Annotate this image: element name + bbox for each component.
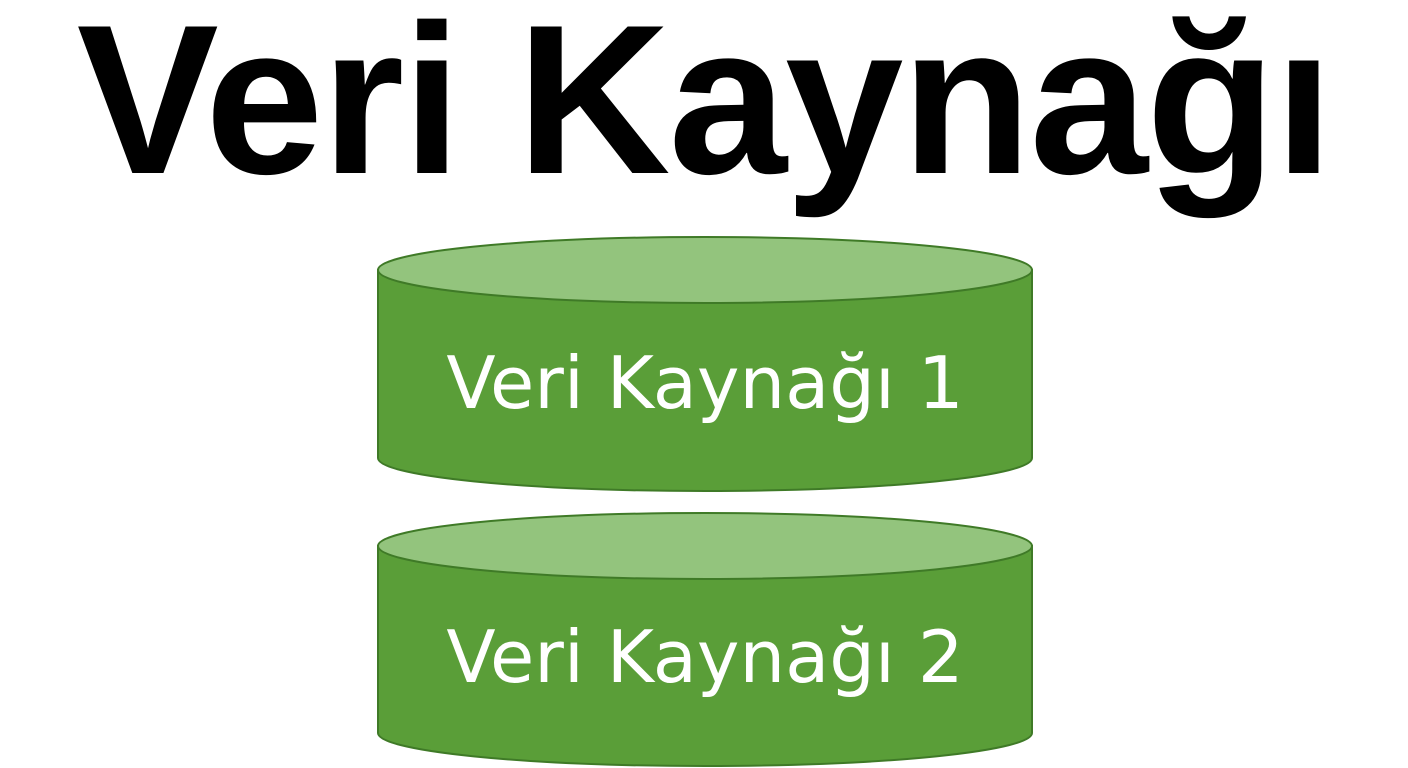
cylinder-1-body [377,269,1033,492]
cylinder-2-top [377,512,1033,580]
cylinder-1-top [377,236,1033,304]
cylinder-1-label: Veri Kaynağı 1 [446,341,963,425]
diagram-title: Veri Kaynağı [76,0,1334,219]
data-source-cylinder-1: Veri Kaynağı 1 [377,236,1033,492]
data-source-cylinder-2: Veri Kaynağı 2 [377,512,1033,767]
cylinder-2-body [377,545,1033,767]
cylinder-2-label: Veri Kaynağı 2 [446,615,963,699]
